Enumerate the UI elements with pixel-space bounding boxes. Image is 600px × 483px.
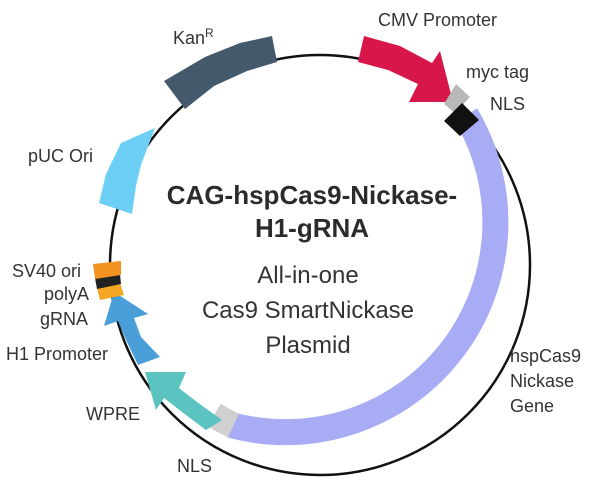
cmv-promoter-segment <box>358 36 453 102</box>
cas9-label-line2: Nickase <box>510 371 574 391</box>
cas9-gene-segment <box>227 108 509 446</box>
polya-label: polyA <box>44 284 89 304</box>
plasmid-subtitle-line1: All-in-one <box>257 262 358 289</box>
myc-label: myc tag <box>466 62 529 82</box>
nls-top-segment <box>444 103 479 136</box>
myc-tag-segment <box>444 84 470 113</box>
wpre-segment <box>145 372 222 430</box>
kan-segment <box>164 36 277 109</box>
plasmid-title-line1: CAG-hspCas9-Nickase- <box>167 180 457 210</box>
kan-label: KanR <box>173 26 214 48</box>
wpre-label: WPRE <box>86 404 140 424</box>
sv40-ori-segment <box>93 261 121 279</box>
plasmid-subtitle-line3: Plasmid <box>265 332 350 359</box>
kan-superscript: R <box>205 26 214 40</box>
sv40-label: SV40 ori <box>12 261 81 281</box>
h1-label: H1 Promoter <box>6 344 108 364</box>
puc-label: pUC Ori <box>28 146 93 166</box>
cas9-label-line3: Gene <box>510 396 554 416</box>
nls-bottom-label: NLS <box>177 456 212 476</box>
grna-label: gRNA <box>40 309 88 329</box>
puc-ori-segment <box>99 128 155 214</box>
h1-promoter-segment <box>104 292 160 365</box>
plasmid-title-line2: H1-gRNA <box>255 213 369 243</box>
cas9-label-line1: hspCas9 <box>510 346 581 366</box>
plasmid-subtitle-line2: Cas9 SmartNickase <box>202 297 414 324</box>
nls-top-label: NLS <box>490 94 525 114</box>
cmv-label: CMV Promoter <box>378 10 497 30</box>
